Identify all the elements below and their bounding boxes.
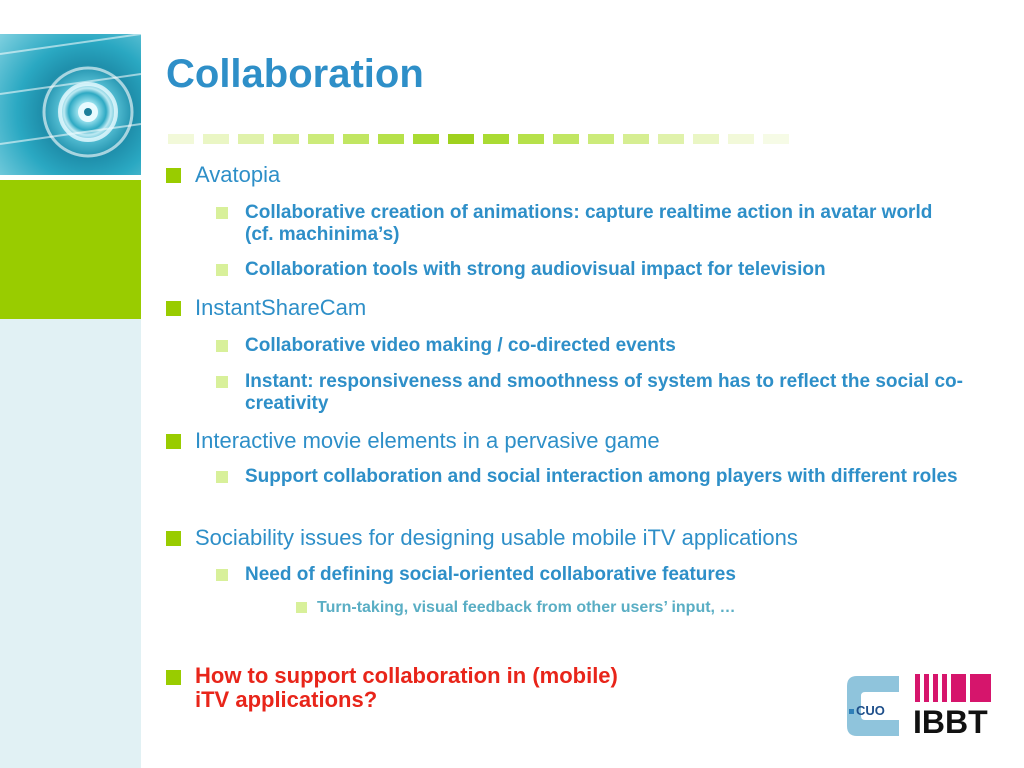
bullet-text: Need of defining social-oriented collabo… xyxy=(245,564,736,585)
bullet-level-2: Collaborative video making / co-directed… xyxy=(166,335,996,357)
underline-dash xyxy=(378,134,404,144)
bullet-marker-icon xyxy=(166,670,181,685)
underline-dash xyxy=(308,134,334,144)
bullet-level-2: Collaboration tools with strong audiovis… xyxy=(166,259,996,281)
bullet-level-3: Turn-taking, visual feedback from other … xyxy=(166,598,996,618)
underline-dash xyxy=(483,134,509,144)
bullet-text: Collaboration tools with strong audiovis… xyxy=(245,259,826,280)
bullet-text: Turn-taking, visual feedback from other … xyxy=(317,599,736,616)
bullet-level-1: Sociability issues for designing usable … xyxy=(166,525,996,551)
bullet-text: Collaborative creation of animations: ca… xyxy=(245,202,933,245)
question-text: How to support collaboration in (mobile) xyxy=(195,663,618,688)
header-photo xyxy=(0,34,141,175)
bullet-level-2: Collaborative creation of animations: ca… xyxy=(166,202,996,246)
bullet-text: Avatopia xyxy=(195,162,281,187)
underline-dash xyxy=(273,134,299,144)
underline-dash xyxy=(728,134,754,144)
bullet-text: Instant: responsiveness and smoothness o… xyxy=(245,371,963,414)
underline-dash xyxy=(238,134,264,144)
bullet-marker-icon xyxy=(216,340,228,352)
title-underline-dashes xyxy=(168,134,789,144)
bullet-marker-icon xyxy=(216,376,228,388)
ibbt-logo-bars xyxy=(915,674,991,702)
underline-dash xyxy=(203,134,229,144)
bullet-marker-icon xyxy=(166,301,181,316)
bullet-marker-icon xyxy=(166,434,181,449)
underline-dash xyxy=(448,134,474,144)
question-text: iTV applications? xyxy=(195,687,378,712)
bullet-marker-icon xyxy=(296,602,307,613)
bullet-level-2: Need of defining social-oriented collabo… xyxy=(166,564,996,586)
bullet-marker-icon xyxy=(166,531,181,546)
bullet-marker-icon xyxy=(166,168,181,183)
underline-dash xyxy=(588,134,614,144)
strip-gap xyxy=(0,175,141,180)
bullet-level-2: Instant: responsiveness and smoothness o… xyxy=(166,371,996,415)
underline-dash xyxy=(168,134,194,144)
bullet-marker-icon xyxy=(216,207,228,219)
bullet-text: Interactive movie elements in a pervasiv… xyxy=(195,428,660,453)
underline-dash xyxy=(343,134,369,144)
light-panel xyxy=(0,319,141,768)
underline-dash xyxy=(518,134,544,144)
bullet-text: InstantShareCam xyxy=(195,295,367,320)
question-bullet: How to support collaboration in (mobile)… xyxy=(166,664,618,712)
bullet-level-1: Interactive movie elements in a pervasiv… xyxy=(166,428,996,454)
underline-dash xyxy=(553,134,579,144)
underline-dash xyxy=(658,134,684,144)
bullet-marker-icon xyxy=(216,471,228,483)
bullet-level-1: InstantShareCam xyxy=(166,295,996,321)
green-block xyxy=(0,180,141,319)
underline-dash xyxy=(623,134,649,144)
bullet-level-2: Support collaboration and social interac… xyxy=(166,466,996,488)
bullet-text: Support collaboration and social interac… xyxy=(245,466,958,487)
bullet-level-1: Avatopia xyxy=(166,162,996,188)
bullet-marker-icon xyxy=(216,264,228,276)
underline-dash xyxy=(413,134,439,144)
underline-dash xyxy=(763,134,789,144)
bullet-text: Sociability issues for designing usable … xyxy=(195,525,798,550)
ibbt-logo-text: IBBT xyxy=(913,704,988,740)
bullet-marker-icon xyxy=(216,569,228,581)
underline-dash xyxy=(693,134,719,144)
bullet-text: Collaborative video making / co-directed… xyxy=(245,335,676,356)
lens-graphic xyxy=(0,34,141,158)
slide-title: Collaboration xyxy=(166,52,424,96)
cuo-logo-text: CUO xyxy=(856,703,885,718)
cuo-logo: CUO xyxy=(847,676,899,736)
